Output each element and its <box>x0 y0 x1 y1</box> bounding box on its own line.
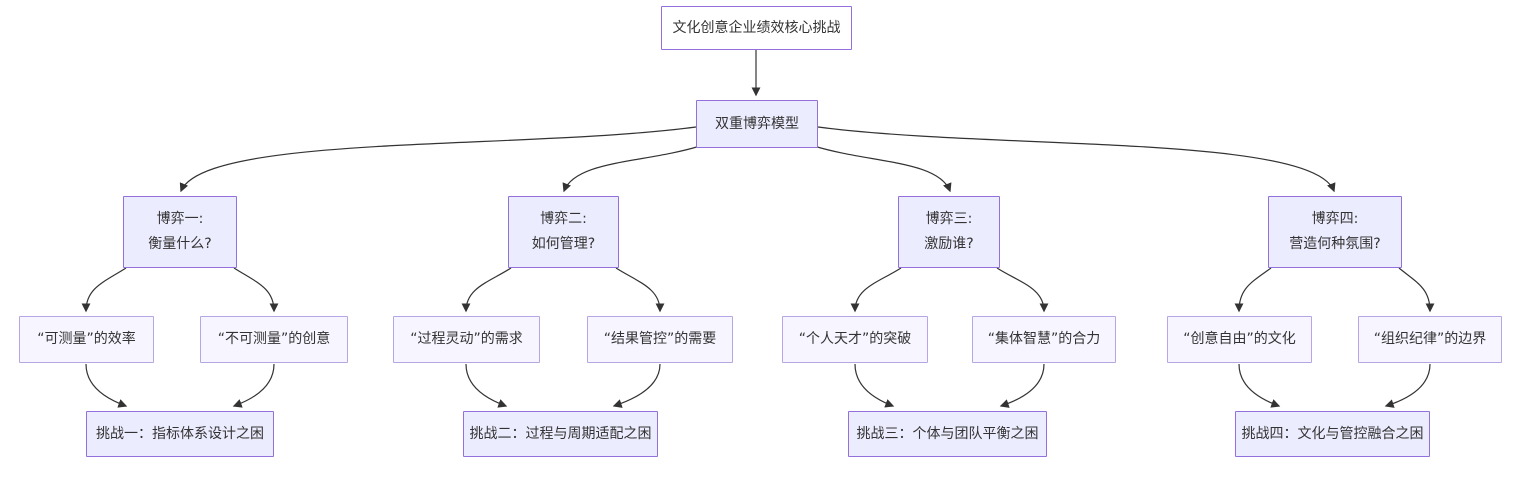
node-collective-wisdom-synergy-label: “集体智慧”的合力 <box>987 331 1101 347</box>
node-game-1-label: 衡量什么? <box>148 236 212 252</box>
node-process-flexibility-need-label: “过程灵动”的需求 <box>410 331 523 347</box>
edge-model-game3 <box>813 145 952 193</box>
node-dual-game-model-label: 双重博弈模型 <box>715 115 799 132</box>
edge-model-game1 <box>179 126 697 193</box>
edge-l4b-c4 <box>1384 363 1431 408</box>
node-challenge-1-label: 挑战一：指标体系设计之困 <box>96 425 264 442</box>
edge-game3-l3b <box>996 267 1049 313</box>
node-challenge-4: 挑战四：文化与管控融合之困 <box>1235 411 1430 457</box>
edge-l1a-c1 <box>85 363 128 408</box>
node-individual-genius-breakthrough-label: “个人天才”的突破 <box>798 331 912 347</box>
node-root-challenge-label: 文化创意企业绩效核心挑战 <box>672 19 841 36</box>
edge-l1b-c1 <box>232 363 275 408</box>
node-game-2-label: 如何管理? <box>531 236 596 252</box>
node-organizational-discipline-boundary-label: “组织纪律”的边界 <box>1373 331 1487 347</box>
node-game-4-label: 营造何种氛围? <box>1289 236 1381 252</box>
node-organizational-discipline-boundary: “组织纪律”的边界 <box>1358 316 1502 363</box>
node-unmeasurable-creativity: “不可测量”的创意 <box>200 316 348 363</box>
edge-game2-l2a <box>461 267 512 313</box>
node-unmeasurable-creativity-label: “不可测量”的创意 <box>217 331 331 347</box>
node-game-4: 博弈四: 营造何种氛围? <box>1268 196 1402 268</box>
node-process-flexibility-need: “过程灵动”的需求 <box>393 316 540 363</box>
node-challenge-2: 挑战二：过程与周期适配之困 <box>463 411 658 457</box>
edge-model-game4 <box>817 126 1336 193</box>
node-challenge-1: 挑战一：指标体系设计之困 <box>86 411 274 457</box>
node-creative-freedom-culture: “创意自由”的文化 <box>1167 316 1312 363</box>
node-creative-freedom-culture-label: “创意自由”的文化 <box>1183 331 1296 347</box>
node-individual-genius-breakthrough: “个人天才”的突破 <box>782 316 928 363</box>
edge-game1-l1b <box>233 267 279 313</box>
edge-l3a-c3 <box>854 363 895 408</box>
edge-model-game2 <box>562 145 701 193</box>
edge-l2a-c2 <box>465 363 508 408</box>
node-root-challenge: 文化创意企业绩效核心挑战 <box>661 6 852 50</box>
node-challenge-4-label: 挑战四：文化与管控融合之困 <box>1241 425 1424 442</box>
node-game-3-label: 博弈三: <box>925 211 973 227</box>
node-game-3-label: 激励谁? <box>924 236 974 252</box>
node-measurable-efficiency: “可测量”的效率 <box>19 316 154 363</box>
edge-l3b-c3 <box>999 363 1045 408</box>
edge-game1-l1a <box>81 267 127 313</box>
node-challenge-3: 挑战三：个体与团队平衡之困 <box>848 411 1047 457</box>
edge-game2-l2b <box>615 267 665 313</box>
node-game-1: 博弈一: 衡量什么? <box>123 196 237 268</box>
edge-l4a-c4 <box>1238 363 1281 408</box>
edge-game4-l4b <box>1398 267 1435 313</box>
node-collective-wisdom-synergy: “集体智慧”的合力 <box>972 316 1116 363</box>
node-game-2: 博弈二: 如何管理? <box>508 196 619 268</box>
node-game-2-label: 博弈二: <box>540 211 587 227</box>
node-result-control-need-label: “结果管控”的需要 <box>603 331 717 347</box>
node-challenge-2-label: 挑战二：过程与周期适配之困 <box>469 425 652 442</box>
node-result-control-need: “结果管控”的需要 <box>587 316 733 363</box>
node-game-1-label: 博弈一: <box>156 211 204 227</box>
node-challenge-3-label: 挑战三：个体与团队平衡之困 <box>856 425 1039 442</box>
node-dual-game-model: 双重博弈模型 <box>696 100 818 148</box>
node-game-4-label: 博弈四: <box>1311 211 1359 227</box>
node-game-3: 博弈三: 激励谁? <box>898 196 1000 268</box>
edge-game3-l3a <box>850 267 902 313</box>
edge-game4-l4a <box>1234 267 1272 313</box>
node-measurable-efficiency-label: “可测量”的效率 <box>37 331 136 347</box>
edge-l2b-c2 <box>612 363 661 408</box>
